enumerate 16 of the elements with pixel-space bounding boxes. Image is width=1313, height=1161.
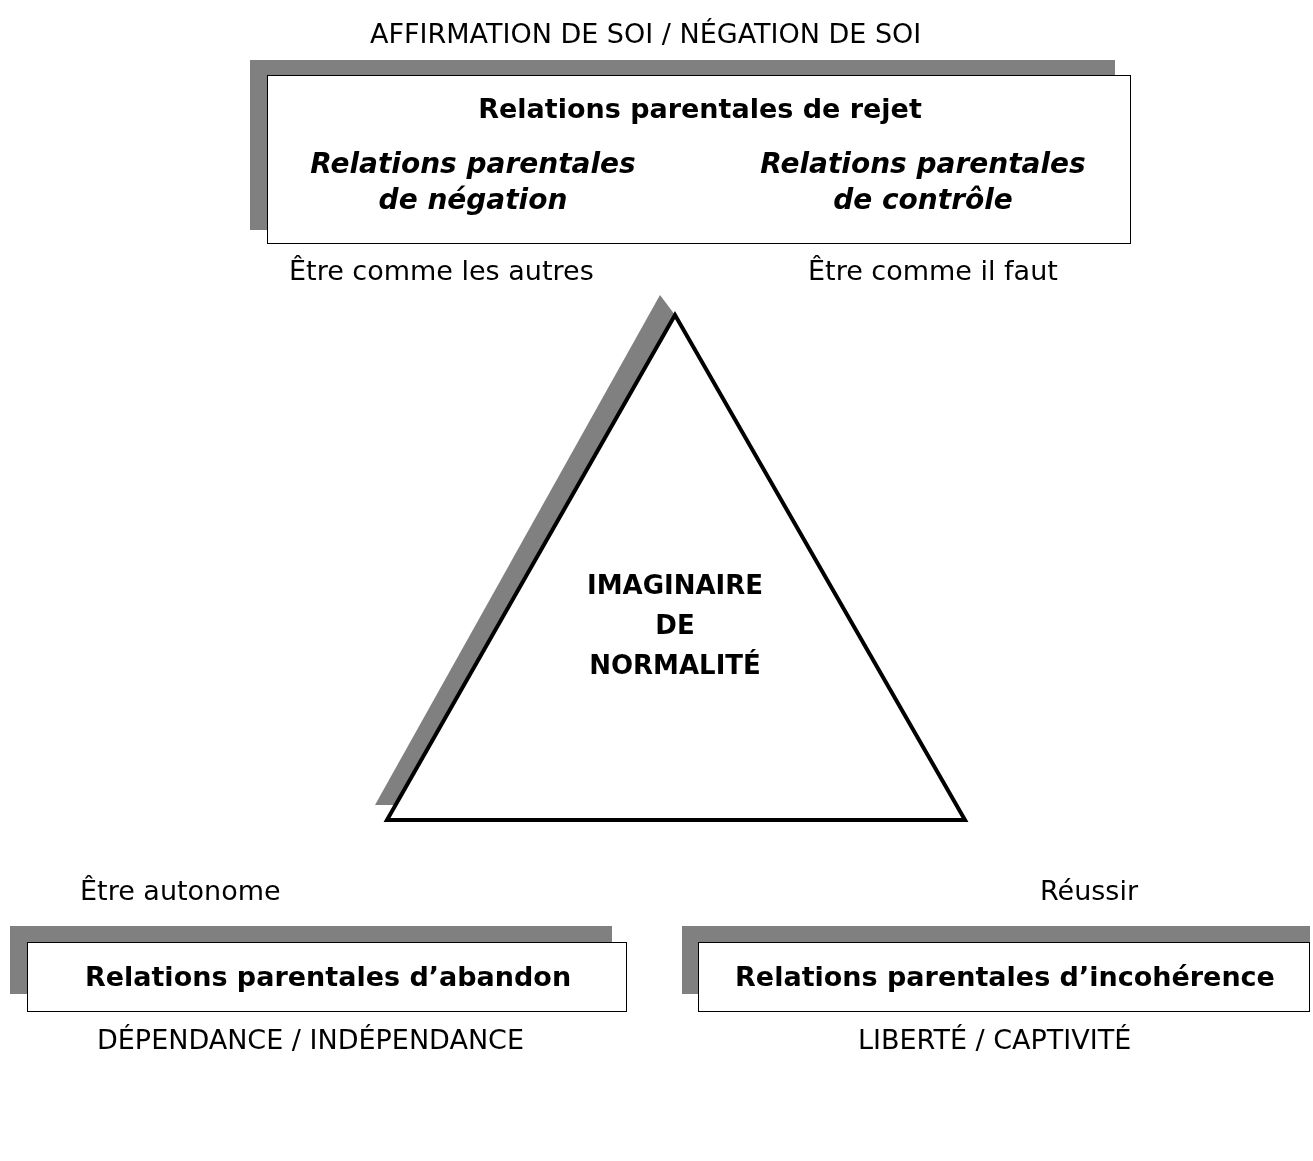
box-heading: Relations parentales d’abandon (83, 960, 573, 994)
caption-text: AFFIRMATION DE SOI / NÉGATION DE SOI (370, 18, 922, 49)
box-heading: Relations parentales de rejet (477, 92, 923, 126)
node-label: IMAGINAIRE DE NORMALITÉ (586, 569, 764, 682)
note-text: Être autonome (80, 875, 281, 906)
caption-text: DÉPENDANCE / INDÉPENDANCE (97, 1024, 524, 1055)
label-box (27, 942, 627, 1012)
note-text: Réussir (1040, 875, 1138, 906)
note-text: Être comme les autres (289, 255, 594, 286)
caption-text: LIBERTÉ / CAPTIVITÉ (858, 1024, 1132, 1055)
box-heading: Relations parentales d’incohérence (734, 960, 1276, 994)
box-subheading: Relations parentales de négation (309, 146, 637, 218)
label-box (698, 942, 1310, 1012)
label-box (267, 75, 1131, 244)
box-subheading: Relations parentales de contrôle (759, 146, 1087, 218)
note-text: Être comme il faut (808, 255, 1058, 286)
